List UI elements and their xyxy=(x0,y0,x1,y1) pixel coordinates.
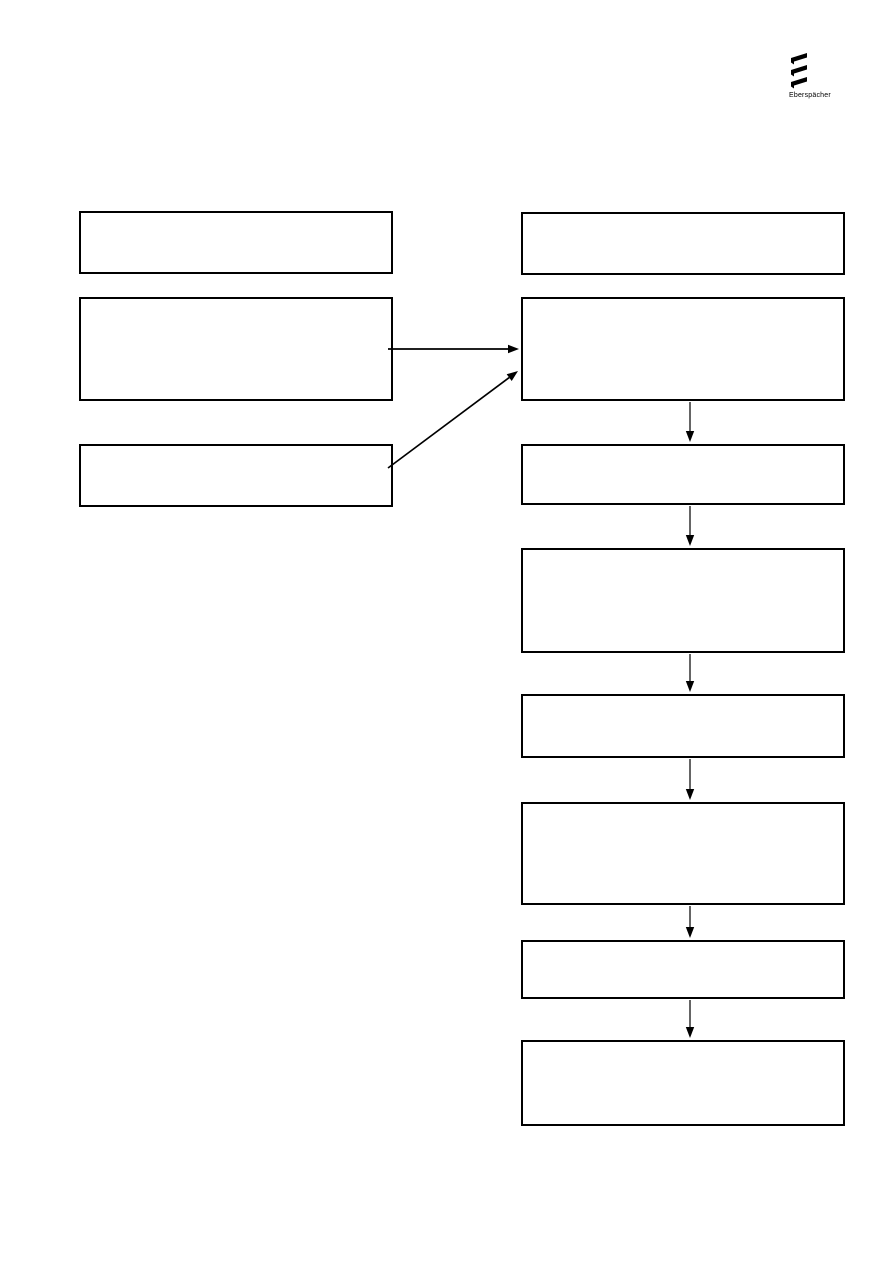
arrow-head-right4-to-right5 xyxy=(685,681,695,692)
arrow-head-left3-to-right2 xyxy=(506,371,518,381)
flow-box-left-1 xyxy=(79,211,393,274)
flow-box-left-2 xyxy=(79,297,393,401)
arrow-head-right3-to-right4 xyxy=(685,535,695,546)
flow-box-right-1 xyxy=(521,212,845,275)
flow-box-right-5 xyxy=(521,694,845,758)
flow-box-right-3 xyxy=(521,444,845,505)
arrow-head-right6-to-right7 xyxy=(685,927,695,938)
flow-box-right-6 xyxy=(521,802,845,905)
arrow-head-right2-to-right3 xyxy=(685,431,695,442)
arrow-shaft-left3-to-right2 xyxy=(387,376,510,469)
flow-box-right-4 xyxy=(521,548,845,653)
flow-box-right-8 xyxy=(521,1040,845,1126)
arrow-head-right7-to-right8 xyxy=(685,1027,695,1038)
brand-name: Eberspächer xyxy=(789,92,831,99)
arrow-head-right5-to-right6 xyxy=(685,789,695,800)
arrow-head-left2-to-right2 xyxy=(508,344,519,354)
eberspaecher-logo: Eberspächer xyxy=(789,52,841,99)
flow-box-left-3 xyxy=(79,444,393,507)
flow-box-right-2 xyxy=(521,297,845,401)
eberspaecher-ribbons-icon xyxy=(791,53,807,89)
flow-box-right-7 xyxy=(521,940,845,999)
